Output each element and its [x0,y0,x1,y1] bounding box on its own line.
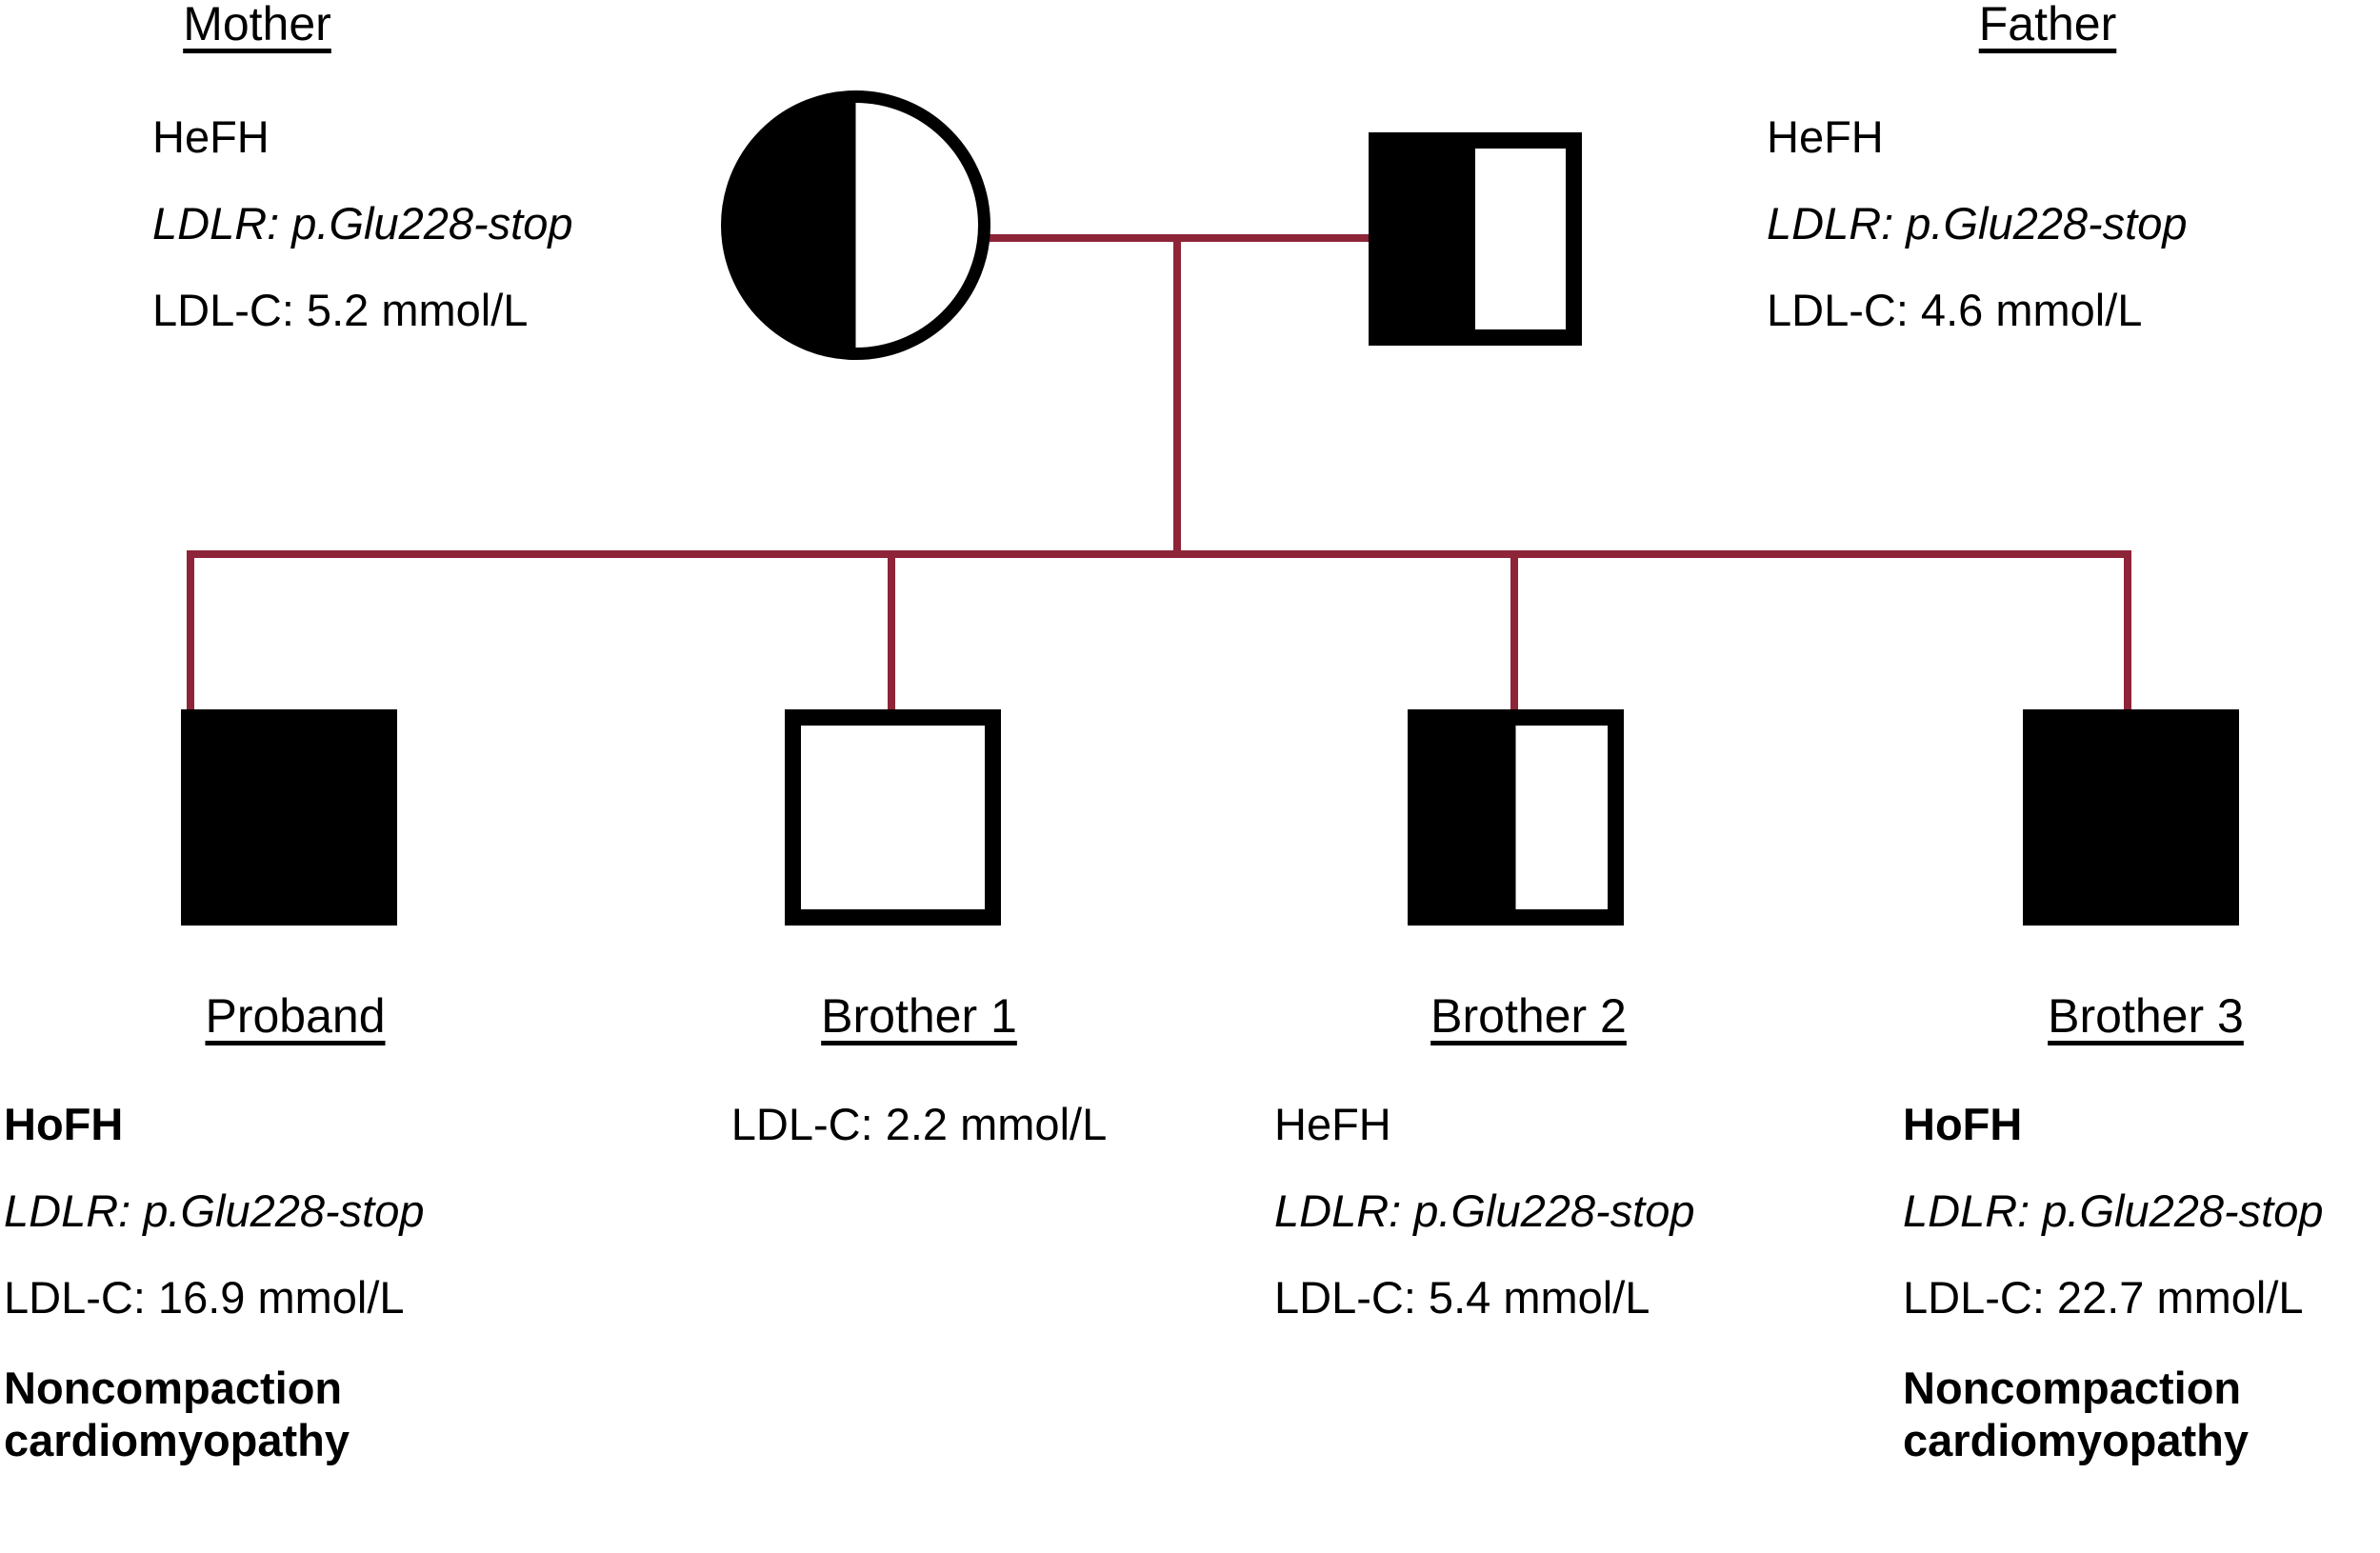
brother-2-label: Brother 2 [1430,989,1627,1043]
father-annotation-block: HeFH LDLR: p.Glu228-stop LDL-C: 4.6 mmol… [1767,114,2188,332]
brother-3-symbol-square-filled[interactable] [2023,709,2239,926]
brother-1-ldl-c: LDL-C: 2.2 mmol/L [730,1099,1108,1149]
brother-3-ldl-c: LDL-C: 22.7 mmol/L [1903,1272,2304,1323]
mother-annotation-block: HeFH LDLR: p.Glu228-stop LDL-C: 5.2 mmol… [152,114,573,332]
brother-1-annotation-block: LDL-C: 2.2 mmol/L [731,1102,1107,1146]
mother-diagnosis: HeFH [152,111,270,162]
proband-variant: LDLR: p.Glu228-stop [4,1185,425,1236]
proband-extra-condition: Noncompaction cardiomyopathy [4,1363,350,1466]
proband-annotation-block: HoFH LDLR: p.Glu228-stop LDL-C: 16.9 mmo… [4,1102,451,1467]
brother-2-annotation-block: HeFH LDLR: p.Glu228-stop LDL-C: 5.4 mmol… [1274,1102,1695,1320]
brother-1-symbol-square-open[interactable] [785,709,1001,926]
father-variant: LDLR: p.Glu228-stop [1767,198,2188,249]
proband-diagnosis: HoFH [4,1099,124,1149]
mother-symbol-circle-half-filled[interactable] [721,90,990,360]
child-drop-line-3 [1510,550,1518,710]
father-diagnosis: HeFH [1767,111,1884,162]
brother-2-diagnosis: HeFH [1274,1099,1391,1149]
brother-1-label: Brother 1 [821,989,1017,1043]
brother-3-annotation-block: HoFH LDLR: p.Glu228-stop LDL-C: 22.7 mmo… [1903,1102,2350,1467]
father-ldl-c: LDL-C: 4.6 mmol/L [1767,285,2143,335]
descent-line [1173,234,1181,558]
child-drop-line-1 [187,550,194,710]
father-label: Father [1978,0,2117,50]
sibship-line [187,550,2131,558]
proband-ldl-c: LDL-C: 16.9 mmol/L [4,1272,405,1323]
brother-3-diagnosis: HoFH [1903,1099,2023,1149]
proband-label: Proband [205,989,386,1043]
mating-line [986,234,1376,242]
mother-ldl-c: LDL-C: 5.2 mmol/L [152,285,529,335]
brother-3-extra-condition: Noncompaction cardiomyopathy [1903,1363,2250,1466]
father-symbol-square-half-filled[interactable] [1369,132,1582,346]
brother-3-label: Brother 3 [2048,989,2244,1043]
child-drop-line-4 [2124,550,2131,710]
mother-label: Mother [183,0,331,50]
brother-2-ldl-c: LDL-C: 5.4 mmol/L [1274,1272,1650,1323]
child-drop-line-2 [888,550,895,710]
mother-variant: LDLR: p.Glu228-stop [152,198,573,249]
proband-symbol-square-filled[interactable] [181,709,397,926]
brother-2-variant: LDLR: p.Glu228-stop [1274,1185,1695,1236]
brother-3-variant: LDLR: p.Glu228-stop [1903,1185,2324,1236]
brother-2-symbol-square-half-filled[interactable] [1408,709,1624,926]
